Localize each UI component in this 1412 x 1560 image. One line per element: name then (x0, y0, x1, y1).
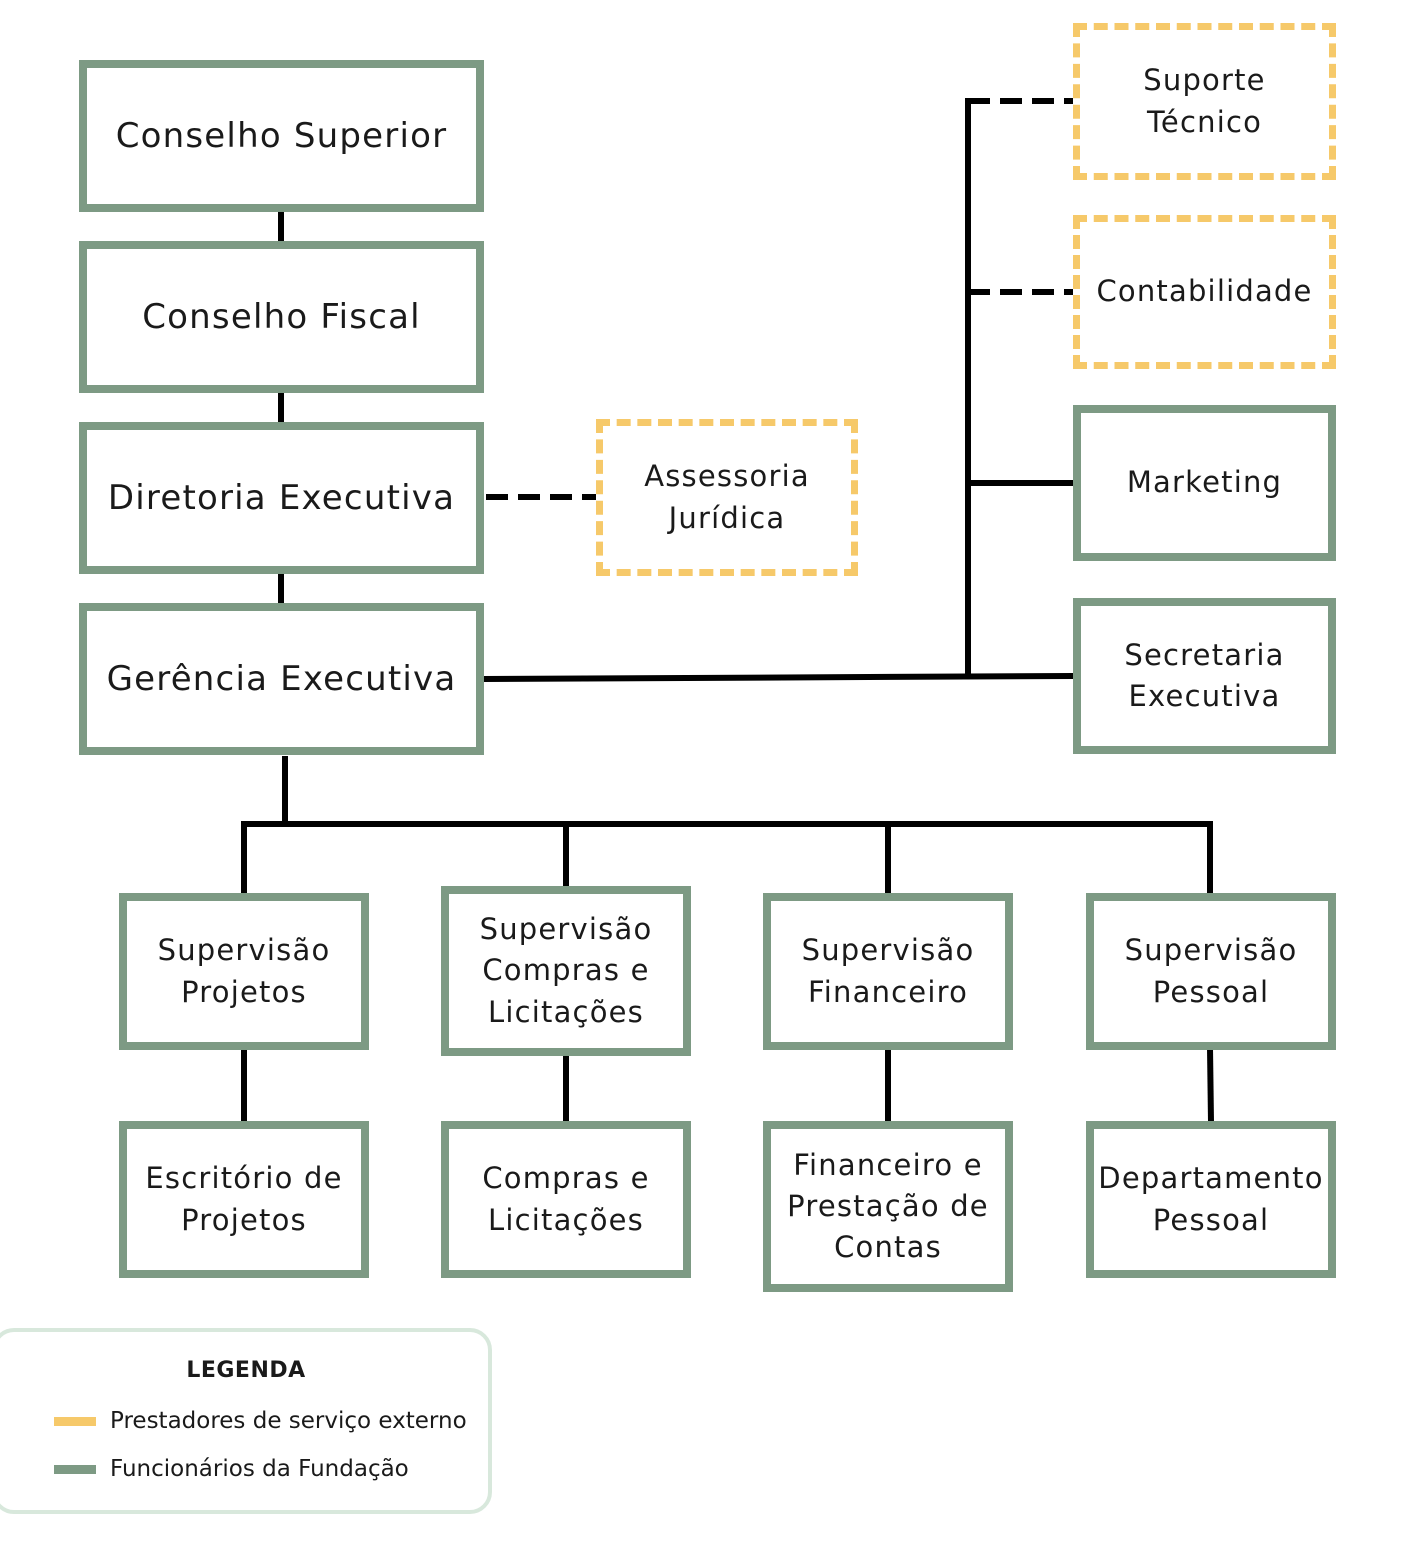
box-label: Gerência Executiva (106, 658, 457, 699)
legend-item-internal: Funcionários da Fundação (54, 1456, 409, 1482)
legend-title: LEGENDA (186, 1358, 306, 1383)
connector-line (1207, 1047, 1214, 1123)
box-label: Assessoria Jurídica (644, 459, 810, 535)
box-label: Conselho Superior (115, 115, 448, 156)
box-supervisao-projetos: Supervisão Projetos (119, 893, 369, 1050)
box-gerencia-executiva: Gerência Executiva (79, 603, 484, 755)
box-label: Supervisão Pessoal (1124, 933, 1298, 1009)
box-label: Contabilidade (1096, 274, 1313, 309)
box-label: Escritório de Projetos (145, 1161, 343, 1237)
legend-item-external: Prestadores de serviço externo (54, 1408, 467, 1434)
box-label: Secretaria Executiva (1124, 637, 1285, 713)
box-supervisao-compras: Supervisão Compras e Licitações (441, 886, 691, 1056)
box-secretaria-executiva: Secretaria Executiva (1073, 598, 1336, 754)
box-marketing: Marketing (1073, 405, 1336, 561)
box-label: Supervisão Projetos (157, 933, 331, 1009)
box-suporte-tecnico: Suporte Técnico (1073, 23, 1336, 180)
box-compras-licitacoes: Compras e Licitações (441, 1121, 691, 1278)
box-contabilidade: Contabilidade (1073, 215, 1336, 369)
box-label: Marketing (1126, 465, 1283, 500)
box-supervisao-financeiro: Supervisão Financeiro (763, 893, 1013, 1050)
legend: LEGENDA Prestadores de serviço externo F… (0, 1328, 492, 1514)
box-label: Financeiro e Prestação de Contas (787, 1147, 989, 1265)
box-label: Conselho Fiscal (142, 296, 421, 337)
box-label: Departamento Pessoal (1098, 1161, 1324, 1237)
internal-swatch (54, 1464, 96, 1474)
box-label: Diretoria Executiva (107, 477, 456, 518)
box-supervisao-pessoal: Supervisão Pessoal (1086, 893, 1336, 1050)
connector-line (483, 673, 1074, 682)
box-label: Suporte Técnico (1143, 63, 1266, 139)
box-assessoria-juridica: Assessoria Jurídica (596, 419, 858, 576)
box-label: Supervisão Financeiro (801, 933, 975, 1009)
legend-label-external: Prestadores de serviço externo (110, 1408, 467, 1434)
box-conselho-superior: Conselho Superior (79, 60, 484, 212)
box-departamento-pessoal: Departamento Pessoal (1086, 1121, 1336, 1278)
box-label: Supervisão Compras e Licitações (479, 912, 653, 1029)
external-swatch (54, 1416, 96, 1426)
box-diretoria-executiva: Diretoria Executiva (79, 422, 484, 574)
box-conselho-fiscal: Conselho Fiscal (79, 241, 484, 393)
box-label: Compras e Licitações (482, 1161, 650, 1237)
legend-label-internal: Funcionários da Fundação (110, 1456, 409, 1482)
box-financeiro-prestacao: Financeiro e Prestação de Contas (763, 1121, 1013, 1292)
box-escritorio-projetos: Escritório de Projetos (119, 1121, 369, 1278)
